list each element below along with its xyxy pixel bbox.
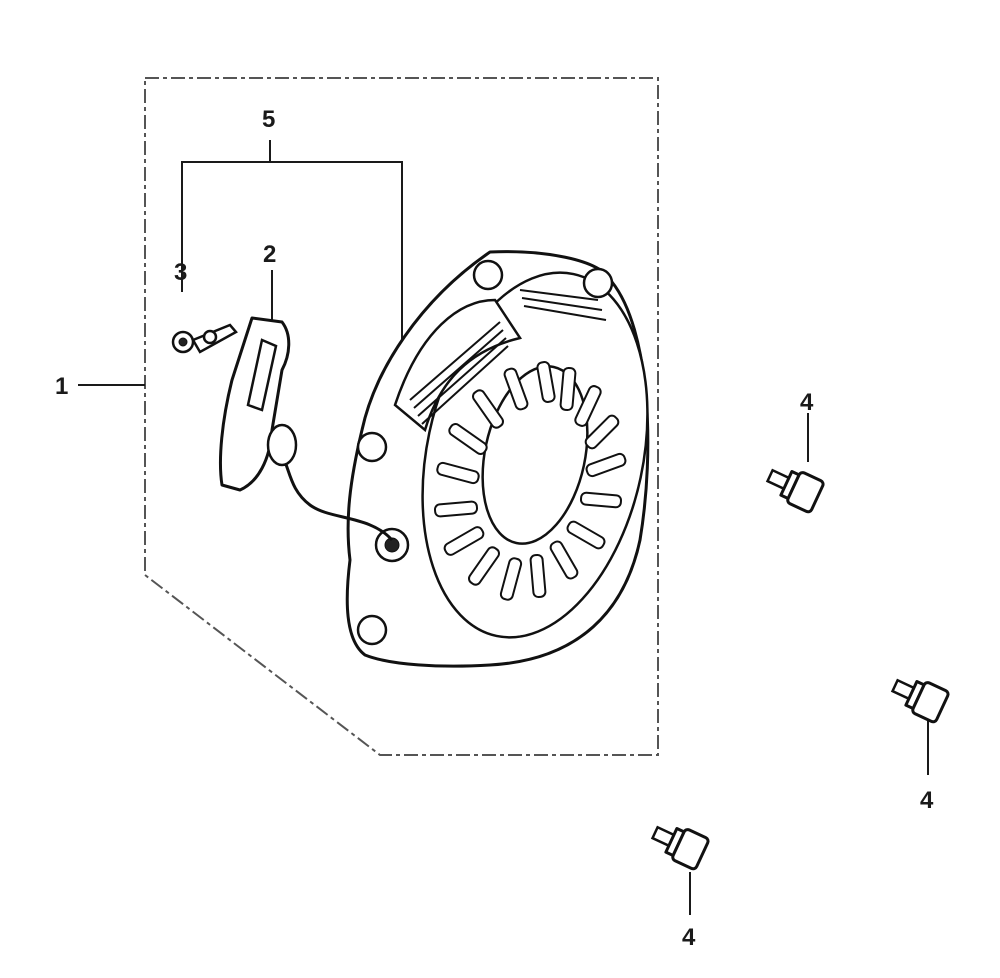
callout-4-b: 4 [920, 787, 934, 814]
assembly-boundary [144, 77, 659, 756]
flange-bolt-a [765, 468, 825, 514]
callout-4-c: 4 [682, 924, 696, 951]
leader-lines [78, 140, 929, 915]
callout-1: 1 [55, 373, 68, 400]
housing-vents [433, 361, 627, 601]
starter-rope [280, 454, 394, 542]
callout-4-a: 4 [800, 389, 814, 416]
housing-ribs [409, 289, 607, 425]
recoil-starter-housing [345, 250, 650, 668]
callout-3: 3 [174, 259, 187, 286]
callout-2: 2 [263, 241, 276, 268]
rope-clip [171, 323, 238, 354]
flange-bolt-c [650, 825, 710, 871]
callout-5: 5 [262, 106, 275, 133]
starter-grip [218, 316, 298, 492]
flange-bolt-b [890, 678, 950, 724]
